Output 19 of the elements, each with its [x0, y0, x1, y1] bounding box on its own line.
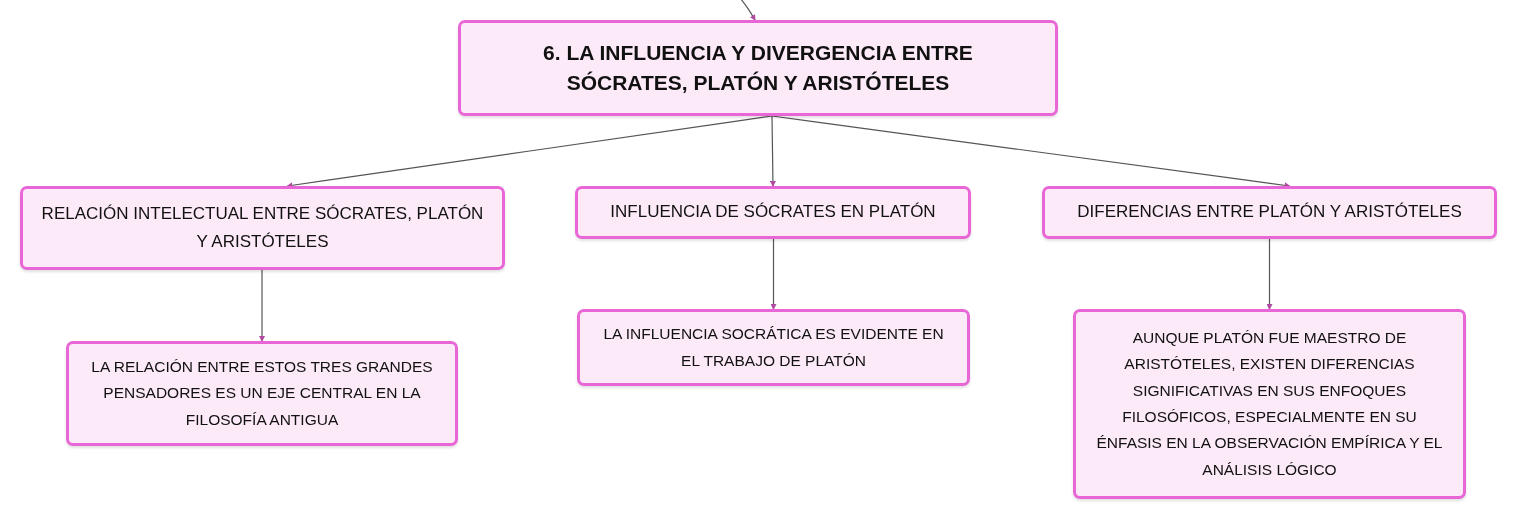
topic-box: [458, 20, 1058, 116]
topic-text: INFLUENCIA DE SÓCRATES EN PLATÓN: [610, 201, 936, 224]
connector-arrow: [770, 238, 777, 310]
topic-text: AUNQUE PLATÓN FUE MAESTRO DE ARISTÓTELES, EXISTEN DIFERENCIAS SIGNIFICATIVAS EN SUS ENFOQUES FILOSÓFICOS, ESPECIALMENTE EN SU ÉNFASIS EN LA OBSERVACIÓN EMPÍRICA Y EL ANÁLISIS LÓGICO: [1095, 327, 1444, 480]
topic-box: [66, 341, 458, 446]
topic-box: [577, 309, 970, 386]
topic-text: DIFERENCIAS ENTRE PLATÓN Y ARISTÓTELES: [1077, 201, 1462, 224]
heading-text: 6. LA INFLUENCIA Y DIVERGENCIA ENTRE SÓCRATES, PLATÓN Y ARISTÓTELES: [542, 39, 974, 96]
topic-text: RELACIÓN INTELECTUAL ENTRE SÓCRATES, PLATÓN Y ARISTÓTELES: [40, 202, 485, 253]
topic-box: [1073, 309, 1466, 499]
topic-text: LA INFLUENCIA SOCRÁTICA ES EVIDENTE EN EL TRABAJO DE PLATÓN: [602, 324, 945, 371]
topic-box: [575, 186, 971, 239]
topic-box: [1042, 186, 1497, 239]
topic-box: [20, 186, 505, 270]
connector-arrow: [769, 115, 776, 187]
connector-arrow: [739, 0, 756, 21]
topic-text: LA RELACIÓN ENTRE ESTOS TRES GRANDES PENSADORES ES UN EJE CENTRAL EN LA FILOSOFÍA ANTIGUA: [90, 357, 434, 430]
connector-arrow: [1266, 238, 1273, 310]
connector-arrow: [259, 269, 265, 342]
